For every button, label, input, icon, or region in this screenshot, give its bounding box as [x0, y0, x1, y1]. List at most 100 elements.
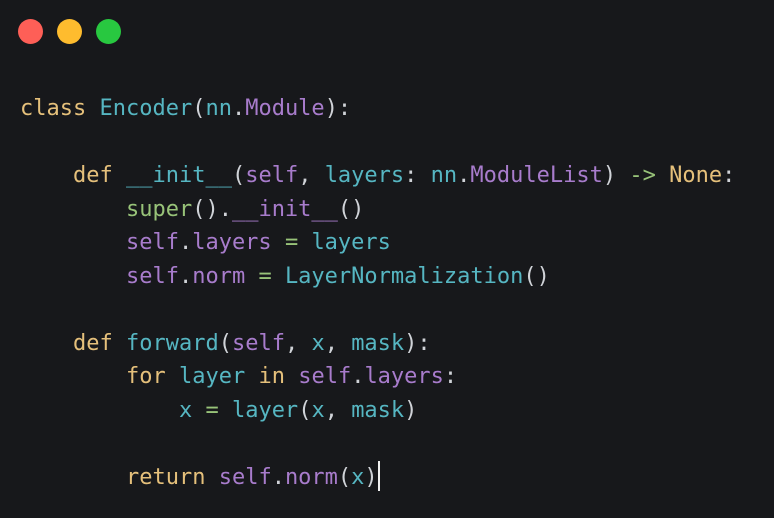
code-token: . [231, 96, 246, 121]
code-token: def [72, 163, 113, 188]
code-token: in [258, 364, 285, 389]
code-token [219, 398, 232, 423]
code-line [20, 126, 735, 160]
code-token: self [298, 364, 352, 389]
code-token: x [311, 397, 325, 423]
code-token: layers [324, 163, 405, 188]
code-token: ModuleList [470, 163, 603, 188]
code-token: return [125, 464, 206, 490]
code-line: self.layers = layers [20, 226, 735, 260]
minimize-button[interactable] [57, 19, 82, 44]
code-token: ) [404, 397, 418, 423]
code-token [20, 465, 126, 490]
text-cursor [377, 460, 380, 491]
code-token: layer [178, 364, 246, 389]
code-token [86, 96, 99, 121]
code-token: layers [364, 364, 444, 389]
code-token: for [125, 364, 166, 389]
code-token: : [443, 364, 458, 389]
code-editor[interactable]: class Encoder(nn.Module): def __init__(s… [20, 92, 735, 494]
code-token [20, 398, 179, 423]
code-token [20, 230, 126, 255]
code-line: super().__init__() [20, 193, 735, 227]
code-line: for layer in self.layers: [20, 360, 735, 394]
code-token [272, 264, 285, 289]
code-token: self [125, 230, 179, 255]
code-token: ( [231, 163, 246, 188]
code-line: def forward(self, x, mask): [20, 327, 735, 361]
code-token: layers [192, 230, 272, 255]
code-token: ): [404, 330, 431, 356]
code-token: () [337, 196, 365, 222]
code-line: def __init__(self, layers: nn.ModuleList… [20, 159, 735, 193]
code-token [205, 465, 218, 490]
code-token: def [72, 330, 113, 356]
code-token [20, 264, 126, 289]
code-token: mask [351, 330, 405, 356]
code-line: x = layer(x, mask) [20, 394, 735, 428]
code-line [20, 293, 735, 327]
code-token: class [20, 96, 87, 121]
code-token [245, 264, 258, 289]
code-token [20, 163, 73, 188]
code-token: x [351, 464, 365, 490]
code-token: . [457, 163, 471, 188]
code-token: super [125, 196, 193, 222]
code-token: . [271, 464, 285, 490]
code-token [656, 163, 669, 188]
code-token: __init__ [231, 196, 338, 222]
code-token: , [324, 330, 352, 356]
code-token [285, 364, 298, 389]
code-token [245, 364, 258, 389]
code-token: , [298, 163, 325, 188]
code-token: = [205, 397, 219, 423]
code-token: LayerNormalization [284, 263, 524, 289]
code-token: () [523, 263, 550, 289]
code-token [20, 364, 126, 389]
code-token: ( [337, 464, 352, 490]
code-token: ( [218, 330, 232, 356]
code-token: : [722, 163, 736, 188]
code-token: self [218, 464, 272, 490]
code-token: None [669, 163, 723, 188]
code-token: nn [430, 163, 458, 188]
code-token: . [178, 263, 193, 289]
code-token: x [311, 330, 325, 356]
code-token: -> [629, 163, 656, 188]
code-token: (). [192, 196, 232, 222]
code-token: , [284, 330, 312, 356]
code-token: norm [284, 464, 338, 490]
code-token: norm [192, 263, 246, 289]
code-token [272, 230, 285, 255]
code-token: layers [311, 230, 391, 255]
code-token: self [125, 263, 179, 289]
code-token: ( [192, 96, 206, 121]
code-token [298, 230, 311, 255]
code-token: ) [602, 163, 630, 188]
code-token: layer [231, 397, 299, 423]
code-line [20, 427, 735, 461]
code-token: ( [298, 397, 312, 423]
code-token: , [324, 397, 352, 423]
code-token: forward [125, 330, 219, 356]
code-line: return self.norm(x) [20, 460, 735, 495]
code-token: . [351, 364, 365, 389]
maximize-button[interactable] [96, 19, 121, 44]
code-token: Encoder [99, 96, 193, 121]
code-token [20, 197, 126, 222]
code-token [20, 331, 73, 356]
code-line: self.norm = LayerNormalization() [20, 260, 735, 294]
code-token [113, 163, 126, 188]
code-token: : [404, 163, 431, 188]
code-line: class Encoder(nn.Module): [20, 92, 735, 126]
code-token: = [284, 230, 299, 255]
code-token [192, 398, 205, 423]
code-token: self [231, 330, 285, 356]
window-controls [18, 19, 121, 44]
close-button[interactable] [18, 19, 43, 44]
code-token: __init__ [125, 163, 232, 188]
code-token: nn [205, 96, 232, 121]
code-token [166, 364, 179, 389]
code-token [113, 331, 126, 356]
code-token: ): [324, 96, 352, 121]
